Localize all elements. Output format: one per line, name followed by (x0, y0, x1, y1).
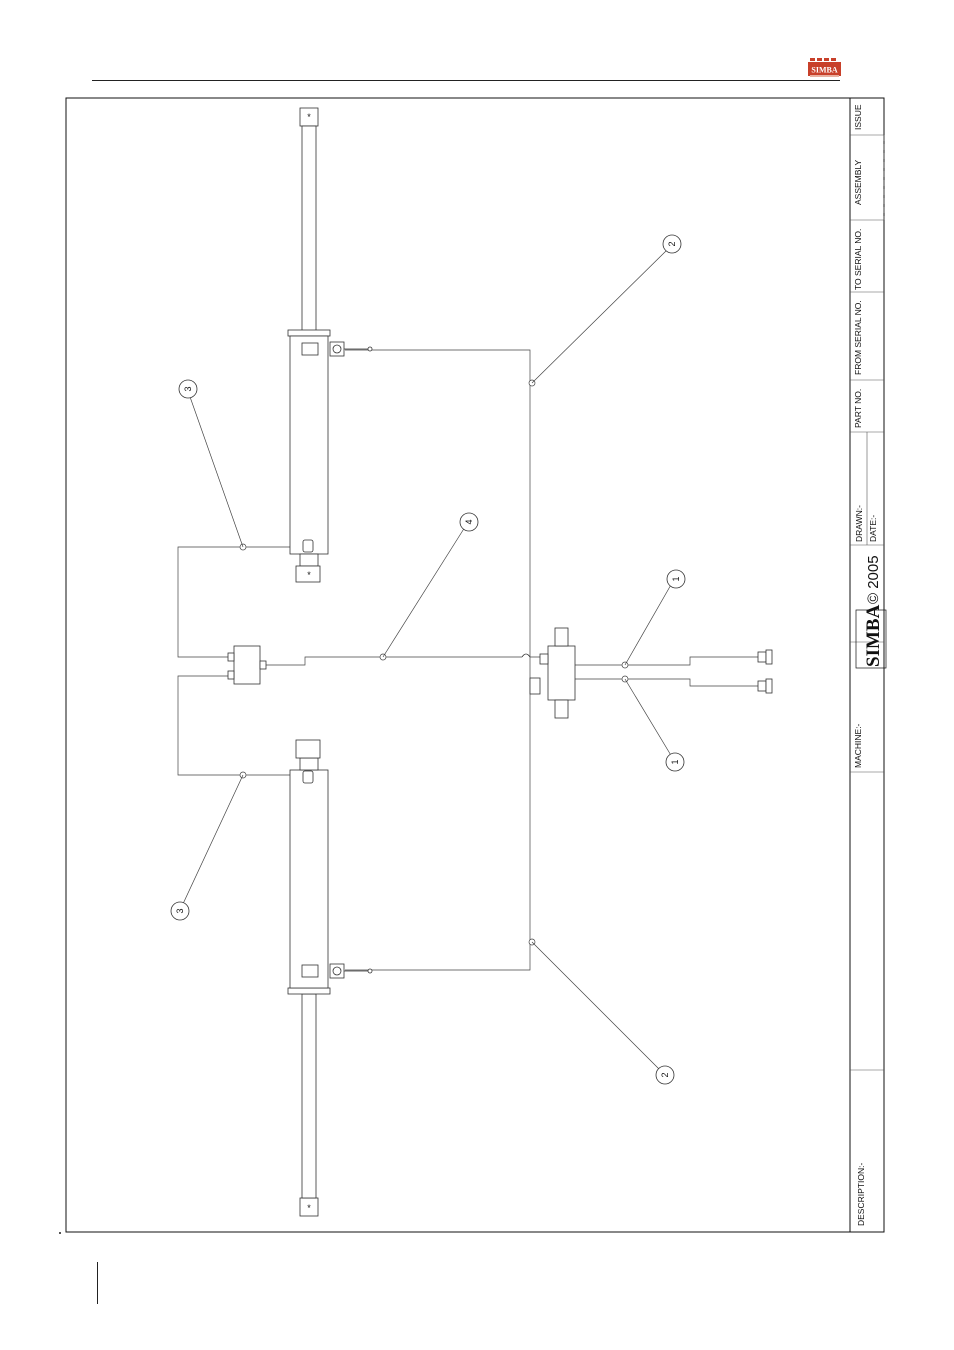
svg-text:4: 4 (464, 519, 474, 524)
svg-text:*: * (307, 1203, 311, 1213)
issue-label: ISSUE (853, 104, 863, 130)
svg-text:1: 1 (670, 759, 680, 764)
balloon-1-lower: 1 (666, 753, 684, 771)
svg-text:*: * (307, 112, 311, 122)
svg-text:3: 3 (175, 908, 185, 913)
circuit-lines (178, 350, 758, 970)
quick-coupler-upper (758, 650, 772, 664)
from-serial-label: FROM SERIAL NO. (853, 300, 863, 375)
svg-text:*: * (307, 570, 311, 580)
balloon-3-upper: 3 (179, 380, 197, 398)
drawn-label: DRAWN:- (854, 505, 864, 542)
svg-text:1: 1 (671, 576, 681, 581)
balloon-3-lower: 3 (171, 902, 189, 920)
upper-cylinder (288, 108, 372, 582)
lower-cylinder (288, 740, 372, 1216)
drawing-border (66, 98, 884, 1232)
to-serial-label: TO SERIAL NO. (853, 229, 863, 290)
description-label: DESCRIPTION:- (856, 1163, 866, 1226)
flow-divider-block (228, 646, 266, 684)
balloon-1-upper: 1 (667, 570, 685, 588)
date-label: DATE:- (868, 515, 878, 542)
svg-text:SIMBA: SIMBA (863, 604, 884, 667)
svg-text:2: 2 (660, 1072, 670, 1077)
balloon-2-lower: 2 (656, 1066, 674, 1084)
svg-text:2: 2 (667, 241, 677, 246)
copyright-text: © 2005 (865, 555, 882, 604)
part-no-label: PART NO. (853, 389, 863, 428)
balloon-4: 4 (460, 513, 478, 531)
machine-label: MACHINE:- (853, 723, 863, 768)
svg-text:3: 3 (183, 386, 193, 391)
title-block-logo: SIMBA (856, 604, 886, 668)
balloon-2-upper: 2 (663, 235, 681, 253)
assembly-label: ASSEMBLY (853, 159, 863, 205)
quick-coupler-lower (758, 679, 772, 693)
